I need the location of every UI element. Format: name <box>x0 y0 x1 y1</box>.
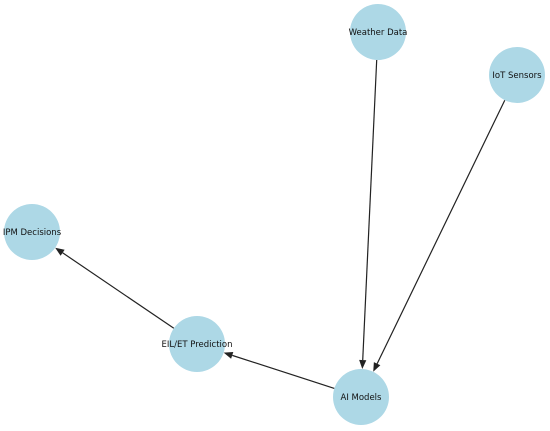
arrow-head <box>55 247 65 256</box>
node-iot-sensors: IoT Sensors <box>489 47 545 103</box>
arrow-head <box>359 359 367 370</box>
edge-iot-to-ai <box>373 99 506 372</box>
node-ai-models: AI Models <box>333 369 389 425</box>
nodes-layer: Weather Data IoT Sensors IPM Decisions E… <box>3 4 545 425</box>
node-weather-data-circle <box>350 4 406 60</box>
edge-ai-to-eil <box>223 351 335 389</box>
node-weather-data-label: Weather Data <box>349 28 408 38</box>
edge-weather-to-ai <box>359 59 378 370</box>
node-eil-et-prediction-circle <box>169 316 225 372</box>
node-ipm-decisions-circle <box>4 204 60 260</box>
edges-layer <box>55 59 506 389</box>
node-weather-data: Weather Data <box>349 4 408 60</box>
node-eil-et-prediction: EIL/ET Prediction <box>162 316 233 372</box>
node-ai-models-label: AI Models <box>341 393 383 403</box>
edge-line <box>232 354 335 389</box>
arrow-head <box>223 351 234 359</box>
edge-line <box>62 252 175 329</box>
node-ipm-decisions-label: IPM Decisions <box>3 228 62 238</box>
edge-eil-to-ipm <box>55 247 175 329</box>
node-ipm-decisions: IPM Decisions <box>3 204 62 260</box>
node-ai-models-circle <box>333 369 389 425</box>
edge-line <box>376 99 506 364</box>
node-iot-sensors-label: IoT Sensors <box>492 71 542 81</box>
arrow-head <box>373 362 381 372</box>
node-iot-sensors-circle <box>489 47 545 103</box>
node-eil-et-prediction-label: EIL/ET Prediction <box>162 340 233 350</box>
edge-line <box>362 59 378 361</box>
